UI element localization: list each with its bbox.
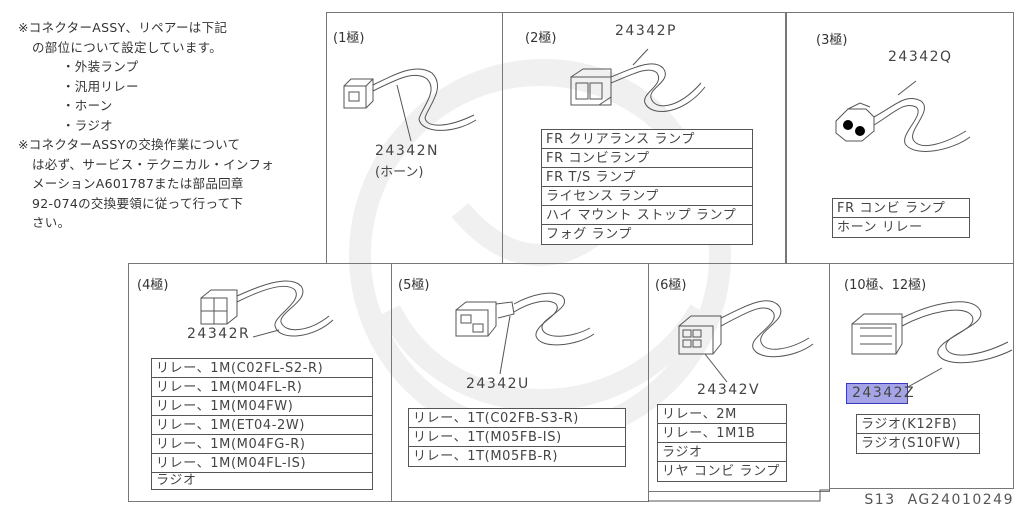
panel-title: (3極)	[816, 33, 848, 48]
application-row: リレー、1M(M04FG-R)	[152, 435, 372, 454]
part-number: 24342V	[697, 382, 761, 398]
application-row: FR コンビランプ	[542, 149, 752, 168]
part-number-highlight	[846, 383, 908, 404]
panel-4-pole: (4極) 24342R リレー、1M(C02FL-S2-R) リレー、1M(M0…	[128, 263, 392, 502]
part-number: 24342N	[375, 143, 440, 159]
connector-2-pole-drawing	[570, 48, 706, 112]
note-line: 92-074の交換要領に従って行って下	[32, 195, 244, 211]
panel-6-pole: (6極) 24342V リレー、2M リレー、1M1B ラジオ リヤ コンビ ラ…	[648, 263, 830, 492]
part-number: 24342P	[615, 23, 677, 39]
application-row: リレー、1M(ET04-2W)	[152, 416, 372, 435]
application-row: リレー、1M(M04FL-IS)	[152, 454, 372, 473]
application-row: リレー、1T(M05FB-R)	[413, 449, 559, 464]
application-row: リレー、1M(C02FL-S2-R)	[152, 359, 372, 378]
note-line: の部位について設定しています。	[32, 39, 223, 55]
application-row: ハイ マウント ストップ ランプ	[542, 206, 752, 225]
application-row: ラジオ(S10FW)	[861, 436, 962, 451]
figure-footer: S13 AG24010249	[864, 492, 1014, 508]
panel-title: (6極)	[655, 278, 687, 293]
part-number: 24342R	[187, 326, 251, 342]
note-line: ※コネクターASSY、リペアーは下記	[18, 20, 228, 35]
application-row: フォグ ランプ	[546, 227, 632, 242]
note-bullet: ・ホーン	[62, 98, 113, 113]
application-row: リレー、1T(C02FB-S3-R)	[409, 409, 625, 428]
panel-2-pole: (2極) 24342P FR クリアランス ランプ FR コンビランプ FR T…	[502, 12, 787, 264]
applications-table: FR コンビ ランプ ホーン リレー	[832, 198, 970, 238]
panel-1-pole: (1極) 24342N (ホーン)	[326, 12, 503, 264]
applications-table: ラジオ(K12FB) ラジオ(S10FW)	[856, 414, 980, 454]
note-bullet: ・汎用リレー	[62, 78, 139, 94]
connector-6-pole-drawing	[678, 300, 814, 383]
application-row: ラジオ(K12FB)	[857, 415, 979, 434]
note-line: ※コネクターASSYの交換作業について	[18, 137, 241, 152]
connector-4-pole-drawing	[200, 280, 334, 338]
panel-title: (4極)	[137, 278, 169, 293]
application-row: FR コンビ ランプ	[833, 199, 969, 218]
part-number: 24342U	[466, 376, 530, 392]
application-row: ライセンス ランプ	[542, 187, 752, 206]
part-number: 24342Q	[888, 49, 953, 65]
note-line: さい。	[32, 215, 71, 230]
part-usage-label: (ホーン)	[375, 165, 424, 180]
application-row: ラジオ	[658, 443, 786, 462]
applications-table: リレー、1M(C02FL-S2-R) リレー、1M(M04FL-R) リレー、1…	[151, 358, 373, 490]
applications-table: リレー、1T(C02FB-S3-R) リレー、1T(M05FB-IS) リレー、…	[408, 408, 626, 467]
application-row: FR クリアランス ランプ	[542, 130, 752, 149]
application-row: リレー、1T(M05FB-IS)	[409, 428, 625, 447]
note-line: メーションA601787または部品回章	[32, 176, 244, 191]
note-line: は必ず、サービス・テクニカル・インフォ	[32, 156, 274, 172]
part-number[interactable]: 24342Z	[852, 385, 916, 401]
panel-title: (2極)	[525, 31, 557, 46]
application-row: FR T/S ランプ	[542, 168, 752, 187]
connector-1-pole-drawing	[343, 68, 477, 142]
application-row: リレー、2M	[658, 405, 786, 424]
connector-10-12-pole-drawing	[851, 301, 1013, 389]
application-row: リヤ コンビ ランプ	[662, 464, 780, 479]
application-row: ホーン リレー	[837, 220, 923, 235]
panel-10-12-pole: (10極、12極) 24342Z ラジオ(K12FB) ラジオ(S10FW)	[829, 263, 1014, 489]
panel-title: (10極、12極)	[844, 278, 927, 293]
frame-step-line	[648, 489, 830, 502]
figure-id: AG24010249	[907, 492, 1014, 508]
application-row: リレー、1M(M04FW)	[152, 397, 372, 416]
applications-table: FR クリアランス ランプ FR コンビランプ FR T/S ランプ ライセンス…	[541, 129, 753, 245]
panel-3-pole: (3極) 24342Q FR コンビ ランプ ホーン リレー	[785, 12, 1014, 264]
panel-5-pole: (5極) 24342U リレー、1T(C02FB-S3-R) リレー、1T(M0…	[391, 263, 649, 502]
applications-table: リレー、2M リレー、1M1B ラジオ リヤ コンビ ランプ	[657, 404, 787, 482]
panel-title: (1極)	[333, 31, 365, 46]
application-row: ラジオ	[156, 473, 197, 488]
connector-5-pole-drawing	[455, 292, 595, 375]
page-code: S13	[864, 492, 896, 508]
notes-block: ※コネクターASSY、リペアーは下記 の部位について設定しています。 ・外装ラン…	[18, 18, 274, 233]
application-row: リレー、1M(M04FL-R)	[152, 378, 372, 397]
note-bullet: ・外装ランプ	[62, 59, 139, 74]
note-bullet: ・ラジオ	[62, 117, 113, 133]
connector-3-pole-drawing	[835, 80, 971, 152]
application-row: リレー、1M1B	[658, 424, 786, 443]
panel-title: (5極)	[398, 278, 430, 293]
